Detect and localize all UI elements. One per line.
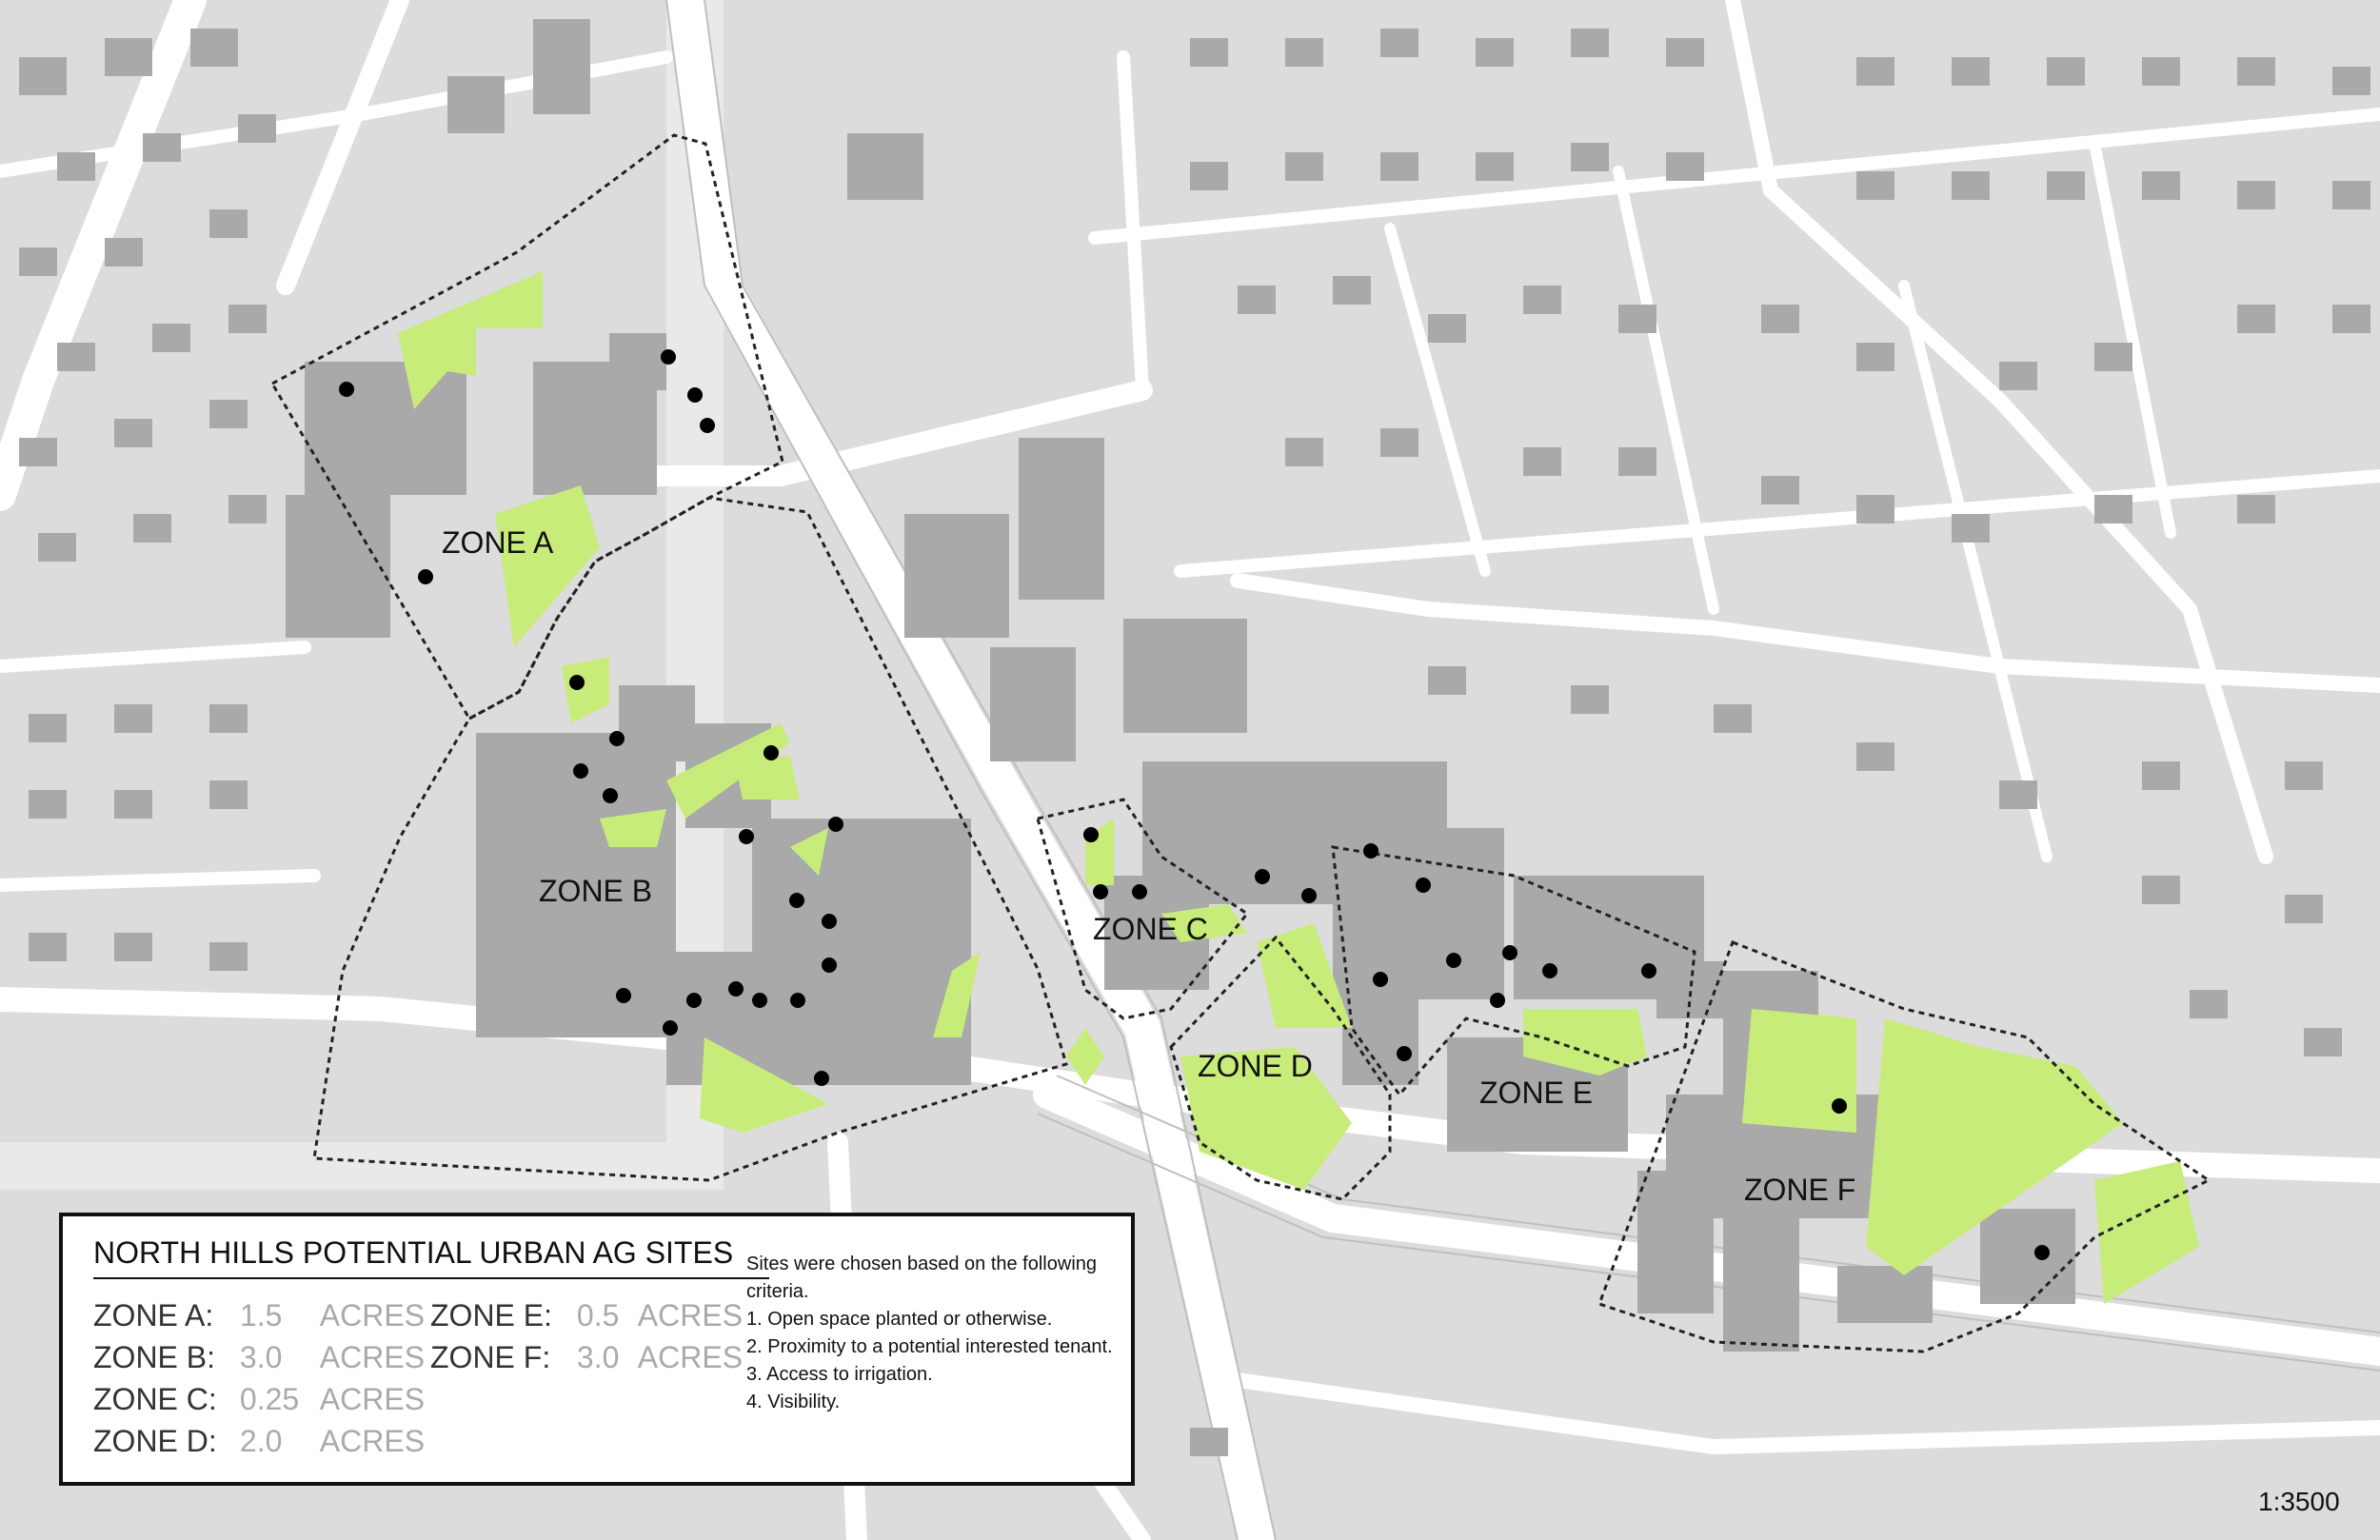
legend-acreage-zone-b: ZONE B: 3.0 ACRES [93, 1340, 425, 1375]
legend-acreage-zone-f: ZONE F: 3.0 ACRES [430, 1340, 743, 1375]
map-legend: NORTH HILLS POTENTIAL URBAN AG SITES ZON… [59, 1213, 1135, 1486]
zone-d-boundary [1169, 935, 1392, 1201]
site-marker [569, 675, 585, 690]
legend-zone-acres: 0.25 [239, 1382, 300, 1416]
legend-zone-acres: 1.5 [239, 1298, 283, 1333]
zone-e-boundary [1331, 845, 1696, 1097]
site-marker [1363, 843, 1378, 859]
site-marker [1132, 884, 1147, 899]
legend-acres-unit: ACRES [319, 1424, 426, 1458]
site-marker [764, 745, 779, 760]
site-marker [1255, 869, 1270, 884]
site-marker [1301, 888, 1317, 903]
site-marker [616, 988, 631, 1003]
site-marker [1373, 972, 1388, 987]
site-marker [700, 418, 715, 433]
site-marker [822, 914, 837, 929]
building-layer [19, 19, 2370, 1456]
legend-divider [93, 1277, 769, 1279]
site-marker [418, 569, 433, 584]
legend-zone-name: ZONE D: [93, 1424, 217, 1458]
site-marker [603, 788, 618, 803]
legend-acres-unit: ACRES [319, 1298, 426, 1333]
criteria-item: 3. Access to irrigation. [746, 1364, 933, 1385]
legend-zone-acres: 3.0 [239, 1340, 283, 1374]
site-marker [663, 1020, 678, 1036]
site-marker [1832, 1098, 1847, 1114]
legend-acreage-zone-c: ZONE C: 0.25 ACRES [93, 1382, 425, 1417]
zone-b-boundary [312, 496, 1068, 1182]
legend-acreage-zone-a: ZONE A: 1.5 ACRES [93, 1298, 425, 1333]
legend-criteria: Sites were chosen based on the following… [746, 1251, 1127, 1416]
zone-c-boundary [1036, 798, 1250, 1020]
site-marker [687, 387, 703, 403]
legend-zone-acres: 2.0 [239, 1424, 283, 1458]
site-marker [1542, 963, 1557, 978]
legend-zone-acres: 0.5 [576, 1298, 620, 1333]
site-marker [739, 829, 754, 844]
criteria-intro: Sites were chosen based on the following… [746, 1254, 1098, 1302]
site-marker [822, 958, 837, 973]
zone-a-label: ZONE A [442, 525, 554, 560]
site-marker [814, 1071, 829, 1086]
zone-b-label: ZONE B [539, 874, 653, 908]
site-marker [1416, 878, 1431, 893]
criteria-item: 1. Open space planted or otherwise. [746, 1309, 1053, 1330]
site-marker [1397, 1046, 1412, 1061]
site-marker [752, 993, 767, 1008]
site-marker [1502, 945, 1517, 960]
legend-title: NORTH HILLS POTENTIAL URBAN AG SITES [93, 1235, 734, 1270]
site-marker [1446, 953, 1461, 968]
legend-acres-unit: ACRES [319, 1382, 426, 1416]
site-marker [789, 893, 804, 908]
legend-zone-name: ZONE F: [430, 1340, 551, 1374]
site-marker [2034, 1245, 2050, 1260]
zone-c-label: ZONE C [1093, 912, 1208, 946]
site-marker [1093, 884, 1108, 899]
legend-acreage-zone-d: ZONE D: 2.0 ACRES [93, 1424, 425, 1459]
site-marker [728, 981, 744, 997]
site-marker [790, 993, 805, 1008]
legend-acreage-zone-e: ZONE E: 0.5 ACRES [430, 1298, 743, 1333]
site-marker [686, 993, 702, 1008]
site-markers [339, 349, 2050, 1260]
legend-zone-acres: 3.0 [576, 1340, 620, 1374]
zone-f-label: ZONE F [1744, 1173, 1856, 1207]
criteria-item: 2. Proximity to a potential interested t… [746, 1336, 1113, 1357]
site-marker [1083, 827, 1099, 842]
legend-zone-name: ZONE B: [93, 1340, 216, 1374]
zone-e-label: ZONE E [1479, 1076, 1594, 1110]
legend-zone-name: ZONE C: [93, 1382, 217, 1416]
site-marker [661, 349, 676, 365]
site-marker [828, 817, 843, 832]
site-marker [1641, 963, 1656, 978]
road-edges [665, 0, 2380, 1540]
legend-acres-unit: ACRES [637, 1298, 744, 1333]
site-marker [609, 731, 625, 746]
legend-acres-unit: ACRES [637, 1340, 744, 1374]
legend-acres-unit: ACRES [319, 1340, 426, 1374]
map-scale: 1:3500 [2258, 1487, 2340, 1516]
legend-zone-name: ZONE E: [430, 1298, 553, 1333]
zone-boundaries [269, 133, 2211, 1353]
site-marker [573, 763, 588, 779]
legend-zone-name: ZONE A: [93, 1298, 214, 1333]
site-marker [339, 382, 354, 397]
criteria-item: 4. Visibility. [746, 1392, 841, 1412]
zone-d-label: ZONE D [1198, 1049, 1313, 1083]
site-marker [1490, 993, 1505, 1008]
